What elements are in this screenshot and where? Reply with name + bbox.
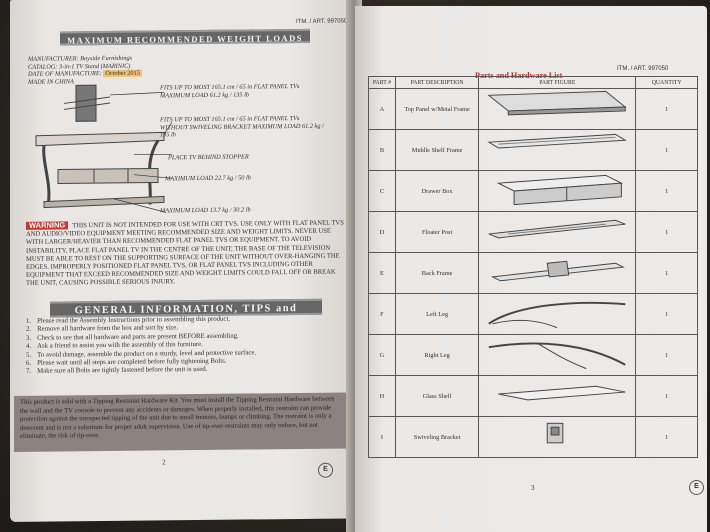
date-label: DATE OF MANUFACTURE: <box>28 70 102 78</box>
table-header-row: PART # PART DESCRIPTION PART FIGURE QUAN… <box>368 76 698 89</box>
part-quantity: 1 <box>635 88 698 130</box>
tv-stand-diagram <box>35 84 173 213</box>
part-description: Swiveling Bracket <box>394 416 480 458</box>
part-quantity: 1 <box>635 375 698 417</box>
part-quantity: 1 <box>635 293 698 335</box>
manufacturer-info: MANUFACTURER: Bayside Furnishings CATALO… <box>28 55 142 87</box>
part-description: Drawer Box <box>394 170 480 212</box>
date-line: DATE OF MANUFACTURE: October 2015 <box>28 69 142 79</box>
part-figure <box>478 375 637 417</box>
part-id: G <box>368 334 396 376</box>
part-figure <box>478 252 637 294</box>
part-id: H <box>368 375 396 417</box>
page-number: 2 <box>162 458 166 467</box>
part-figure <box>478 170 637 212</box>
part-description: Floater Post <box>394 211 480 253</box>
leftleg-figure-icon <box>488 301 626 329</box>
manual-right-page: ITM. / ART. 997050 Parts and Hardware Li… <box>355 6 707 532</box>
glass-figure-icon <box>498 385 626 401</box>
header-quantity: QUANTITY <box>635 76 698 89</box>
tip-number: 2. <box>26 326 32 334</box>
callout-tv-max-load: FITS UP TO MOST 165.1 cm / 65 in FLAT PA… <box>160 82 300 99</box>
part-description: Left Leg <box>394 293 480 335</box>
callout-middle-shelf-load: MAXIMUM LOAD 22.7 kg / 50 lb <box>165 174 251 183</box>
part-description: Back Frame <box>394 252 480 294</box>
part-description: Top Panel w/Metal Frame <box>394 88 480 130</box>
manual-left-page: ITM. / ART. 997050 MAXIMUM RECOMMENDED W… <box>10 0 358 523</box>
tip-number: 5. <box>26 351 32 359</box>
tip-number: 7. <box>26 368 32 376</box>
part-figure <box>478 129 637 171</box>
frame-figure-icon <box>487 133 628 149</box>
tip-number: 4. <box>26 342 32 351</box>
date-value: October 2015 <box>103 69 142 78</box>
post-figure-icon <box>488 219 626 239</box>
part-figure <box>478 293 637 335</box>
tip-number: 1. <box>26 317 32 325</box>
warning-text: THIS UNIT IS NOT INTENDED FOR USE WITH C… <box>26 219 344 288</box>
language-badge-icon: E <box>689 480 704 495</box>
part-quantity: 1 <box>635 416 698 458</box>
art-number: ITM. / ART. 997050 <box>617 66 669 72</box>
part-figure <box>478 211 637 253</box>
part-figure <box>478 334 637 376</box>
backframe-figure-icon <box>491 260 626 282</box>
part-id: D <box>368 211 396 253</box>
bracket-figure-icon <box>547 422 564 444</box>
part-quantity: 1 <box>635 211 698 253</box>
tip-text: Make sure all Bolts are tightly fastened… <box>37 366 208 376</box>
part-id: E <box>368 252 396 294</box>
callout-no-bracket-load: FITS UP TO MOST 165.1 cm / 65 in FLAT PA… <box>160 114 324 139</box>
tipping-restraint-notice: This product is sold with a Tipping Rest… <box>14 392 348 452</box>
art-number: ITM. / ART. 997050 <box>296 18 348 26</box>
parts-list-title: Parts and Hardware List <box>475 71 563 80</box>
callout-stopper: PLACE TV BEHIND STOPPER <box>168 153 249 162</box>
header-part-description: PART DESCRIPTION <box>394 76 480 89</box>
header-part-number: PART # <box>368 76 396 89</box>
part-quantity: 1 <box>635 129 698 171</box>
part-id: C <box>368 170 396 212</box>
part-quantity: 1 <box>635 170 698 212</box>
part-id: A <box>368 88 396 130</box>
callout-bottom-shelf-load: MAXIMUM LOAD 13.7 kg / 30.2 lb <box>160 206 251 215</box>
part-figure <box>478 88 637 130</box>
parts-table: PART # PART DESCRIPTION PART FIGURE QUAN… <box>368 76 698 458</box>
part-description: Glass Shelf <box>394 375 480 417</box>
tip-number: 6. <box>26 359 32 367</box>
part-description: Middle Shelf Frame <box>394 129 480 171</box>
language-badge-icon: E <box>318 462 333 478</box>
part-id: F <box>368 293 396 335</box>
part-id: I <box>368 416 396 458</box>
part-id: B <box>368 129 396 171</box>
rightleg-figure-icon <box>488 342 627 370</box>
box-figure-icon <box>497 174 624 206</box>
tips-list: 1.Please read the Assembly Instructions … <box>26 315 344 377</box>
part-figure <box>478 416 637 458</box>
part-quantity: 1 <box>635 334 698 376</box>
warning-icon: WARNING <box>26 220 69 231</box>
weight-loads-banner: MAXIMUM RECOMMENDED WEIGHT LOADS <box>60 28 310 46</box>
part-description: Right Leg <box>394 334 480 376</box>
page-number: 3 <box>531 484 535 492</box>
part-quantity: 1 <box>635 252 698 294</box>
tip-number: 3. <box>26 334 32 342</box>
panel-figure-icon <box>487 90 627 116</box>
header-part-figure: PART FIGURE <box>478 76 637 89</box>
